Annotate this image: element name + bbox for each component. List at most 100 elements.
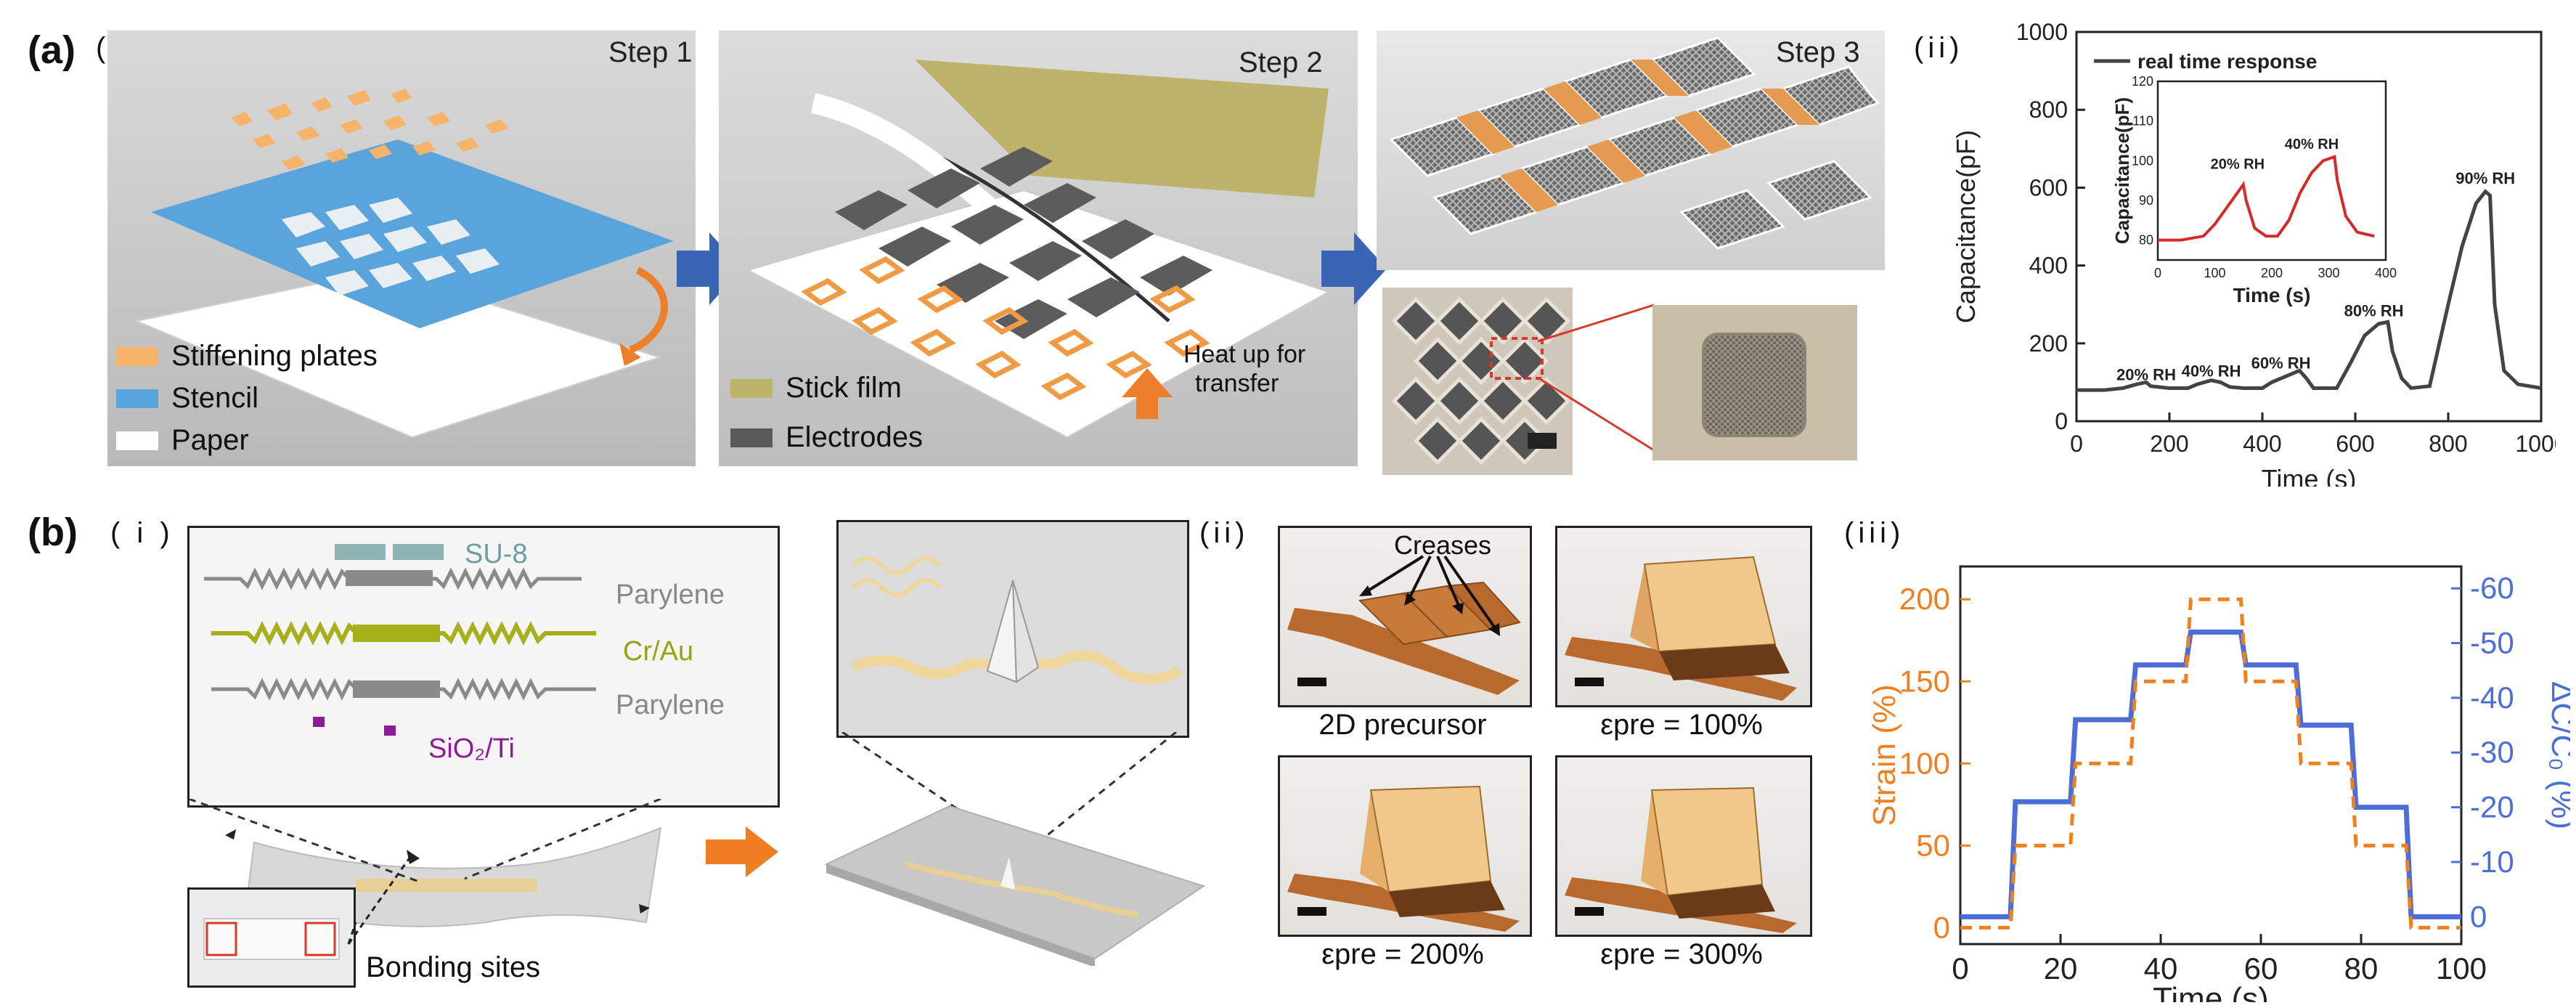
stick-film-label: Stick film (786, 372, 902, 404)
plot-frame (2075, 31, 2543, 423)
photo-2d-precursor (1278, 526, 1532, 707)
inset-y-tick: 80 (2139, 233, 2153, 248)
electrodes-label: Electrodes (786, 421, 923, 453)
photo-eps-300 (1555, 755, 1812, 937)
legend-electrodes: Electrodes (730, 421, 923, 454)
bonding-arrows (347, 850, 420, 945)
panel-b-label: (b) (28, 511, 78, 554)
inset-y-tick: 90 (2139, 193, 2153, 208)
electrodes-swatch (730, 428, 773, 447)
x-tick-label: 100 (2436, 951, 2487, 985)
step1-label: Step 1 (608, 36, 693, 68)
y-axis-label: Capacitance(pF) (1951, 130, 1981, 323)
step2-illustration (719, 31, 1358, 466)
arrow-right-icon (706, 826, 778, 877)
popup-structure-inset (836, 520, 1189, 738)
step2-label: Step 2 (1239, 46, 1323, 78)
y-tick-label: 150 (1899, 664, 1950, 698)
step3-illustration (1377, 31, 1885, 270)
panel-b-iii-label: (iii) (1844, 517, 1905, 549)
crau-label: Cr/Au (623, 636, 694, 667)
su8-label: SU-8 (465, 539, 528, 569)
y-right-tick-label: -30 (2470, 735, 2514, 769)
y-tick-label: 200 (1899, 582, 1950, 616)
y-right-tick-label: -20 (2470, 790, 2514, 824)
inset-x-tick: 200 (2261, 266, 2283, 280)
layer-stack-inset (187, 526, 780, 808)
x-tick-label: 600 (2336, 431, 2374, 457)
x-tick-label: 1000 (2515, 431, 2556, 457)
y-tick-label: 0 (1933, 910, 1950, 944)
step3-label: Step 3 (1776, 36, 1860, 68)
inset-y-tick: 120 (2132, 74, 2153, 89)
y-axis-label: Strain (%) (1867, 684, 1902, 826)
inset-frame (2156, 80, 2387, 261)
flat-substrate (824, 805, 1206, 966)
crease-arrows (1359, 555, 1500, 636)
x-tick-label: 200 (2150, 431, 2188, 457)
rh-annotation: 20% RH (2116, 366, 2176, 384)
rh-annotation: 40% RH (2182, 362, 2241, 380)
x-tick-label: 800 (2429, 431, 2467, 457)
x-tick-label: 40 (2144, 951, 2178, 985)
legend-stick-film: Stick film (730, 372, 902, 405)
stick-film-swatch (730, 378, 773, 398)
x-axis-label: Time (s) (2153, 981, 2269, 1002)
y-tick-label: 200 (2029, 330, 2068, 357)
creases-label: Creases (1394, 530, 1492, 560)
stencil-label: Stencil (171, 382, 259, 414)
inset-y-tick: 110 (2132, 114, 2153, 129)
heat-label-line1: Heat up for (1183, 341, 1306, 368)
heat-label: Heat up for transfer (1183, 340, 1305, 398)
paper-swatch (116, 431, 158, 450)
photo-eps-200 (1278, 755, 1532, 937)
inset-x-tick: 300 (2318, 266, 2339, 280)
inset-y-tick: 100 (2132, 153, 2153, 168)
panel-b-i-label: ( i ) (110, 517, 174, 549)
stiffening-swatch (116, 346, 158, 366)
x-tick-label: 0 (1952, 951, 1968, 985)
y-tick-label: 400 (2029, 253, 2068, 279)
x-axis-label: Time (s) (2262, 464, 2357, 487)
folded-sample-photo (1382, 288, 1573, 475)
zoom-lines (1538, 304, 1655, 452)
y-right-tick-label: -10 (2470, 845, 2514, 879)
zoom-photo (1652, 305, 1857, 460)
strain-series-line (1960, 597, 2461, 930)
paper-label: Paper (171, 424, 249, 456)
x-tick-label: 400 (2243, 431, 2281, 457)
stencil-swatch (116, 389, 158, 408)
parylene-top-label: Parylene (616, 580, 725, 610)
legend-label: real time response (2137, 50, 2317, 73)
y-right-tick-label: 0 (2470, 899, 2487, 933)
stiffening-label: Stiffening plates (171, 340, 378, 372)
sio2ti-label: SiO₂/Ti (428, 733, 515, 764)
heat-label-line2: transfer (1195, 370, 1279, 397)
panel-b-ii-label: (ii) (1199, 517, 1250, 549)
rh-annotation: 80% RH (2344, 301, 2404, 320)
rh-annotation: 90% RH (2455, 169, 2515, 187)
x-tick-label: 60 (2244, 951, 2278, 985)
caption-2d-precursor: 2D precursor (1318, 709, 1487, 741)
inset-x-label: Time (s) (2233, 284, 2311, 306)
dc-series-line (1960, 629, 2461, 919)
inset-series-line (2158, 155, 2375, 242)
y-tick-label: 1000 (2016, 19, 2068, 45)
plot-frame (1959, 565, 2463, 946)
y-tick-label: 800 (2029, 97, 2068, 123)
y-tick-label: 100 (1899, 746, 1950, 780)
inset-x-tick: 0 (2154, 266, 2161, 280)
panel-a-label: (a) (28, 28, 76, 72)
step1-illustration (107, 31, 696, 466)
legend-paper: Paper (116, 424, 249, 457)
parylene-bottom-label: Parylene (616, 690, 725, 720)
y-tick-label: 50 (1916, 828, 1950, 862)
bonding-sites-inset (187, 887, 356, 988)
inset-rh-annotation: 40% RH (2285, 137, 2339, 153)
legend-stencil: Stencil (116, 382, 258, 415)
panel-a-ii-label: (ii) (1914, 32, 1964, 64)
photo-eps-100 (1555, 526, 1812, 707)
y-right-axis-label: ΔC/C₀ (%) (2545, 681, 2570, 829)
inset-x-tick: 100 (2204, 266, 2225, 280)
